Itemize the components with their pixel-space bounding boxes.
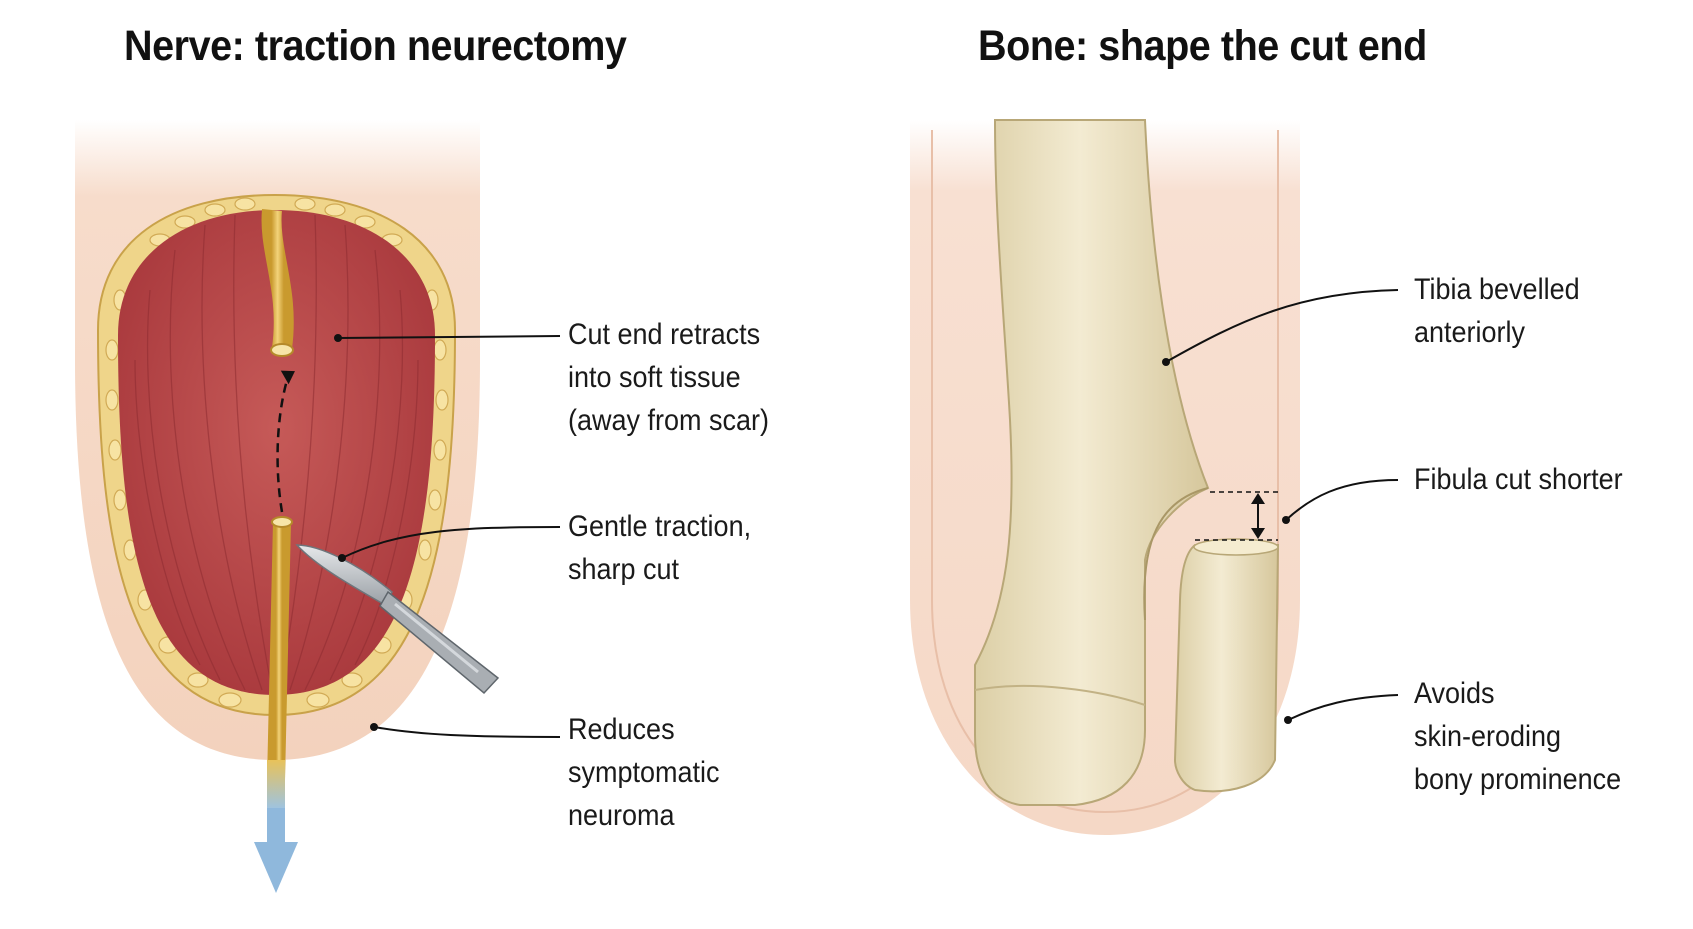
tibia-bone xyxy=(974,119,1210,806)
scalpel-icon xyxy=(295,544,500,695)
nerve-lower-segment xyxy=(267,516,293,810)
length-difference-indicator xyxy=(1195,491,1278,541)
left-panel-title: Nerve: traction neurectomy xyxy=(124,22,627,70)
nerve-upper-cut-end xyxy=(261,209,294,357)
left-leader-dots xyxy=(334,334,378,731)
callout-fibula-cut-shorter: Fibula cut shorter xyxy=(1414,463,1623,496)
traction-arrow-icon xyxy=(254,808,298,893)
right-leader-dots xyxy=(1162,358,1292,724)
left-leader-lines xyxy=(337,335,561,738)
retraction-arrow-icon xyxy=(276,370,295,513)
callout-avoids-prominence: Avoids skin-eroding bony prominence xyxy=(1414,677,1622,796)
fibula-bone xyxy=(1173,538,1280,793)
right-leader-lines xyxy=(1165,289,1399,721)
right-panel-title: Bone: shape the cut end xyxy=(978,22,1427,70)
callout-tibia-bevelled: Tibia bevelled anteriorly xyxy=(1414,273,1580,349)
callout-gentle-traction: Gentle traction, sharp cut xyxy=(568,510,752,586)
callout-cut-end-retracts: Cut end retracts into soft tissue (away … xyxy=(568,318,770,437)
callout-reduces-neuroma: Reduces symptomatic neuroma xyxy=(568,713,720,832)
